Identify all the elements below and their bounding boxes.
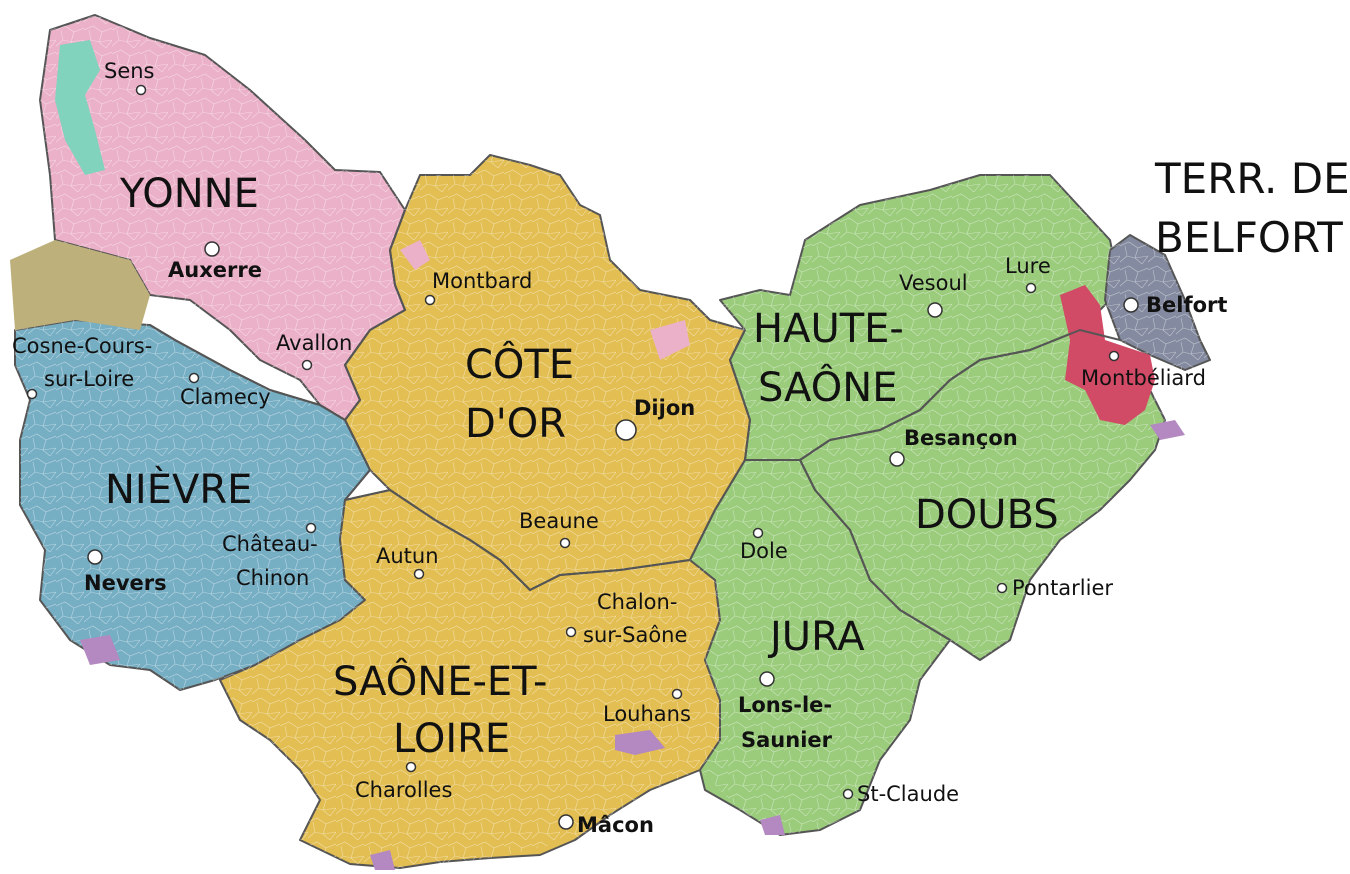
city-dot-besancon <box>889 451 905 467</box>
city-dot-belfort <box>1123 297 1139 313</box>
city-label-louhans: Louhans <box>603 702 691 726</box>
label-doubs: DOUBS <box>915 492 1059 538</box>
department-borders <box>149 209 1121 641</box>
label-belfort-2: BELFORT <box>1155 213 1343 262</box>
city-label-beaune: Beaune <box>519 509 599 533</box>
label-cote-dor-1: CÔTE <box>465 340 574 388</box>
purple-patch-a <box>80 635 120 665</box>
label-saone-et-loire-1: SAÔNE-ET- <box>333 657 547 705</box>
city-label-montbeliard: Montbéliard <box>1081 366 1206 390</box>
city-label-belfort: Belfort <box>1146 293 1227 317</box>
department-labels: YONNE CÔTE D'OR NIÈVRE SAÔNE-ET- LOIRE H… <box>105 154 1350 762</box>
olive-patch <box>10 240 150 330</box>
city-label-vesoul: Vesoul <box>899 271 968 295</box>
city-dot-lure <box>1025 282 1037 294</box>
city-dot-sens <box>135 84 147 96</box>
commune-texture <box>15 15 1210 868</box>
city-label-lons-1: Lons-le- <box>738 693 832 717</box>
purple-patch-e <box>760 815 785 835</box>
city-label-clamecy: Clamecy <box>180 385 271 409</box>
label-nievre: NIÈVRE <box>105 465 252 513</box>
purple-patch-d <box>370 850 395 870</box>
city-label-macon: Mâcon <box>577 813 654 837</box>
city-label-nevers: Nevers <box>84 571 167 595</box>
city-label-charolles: Charolles <box>355 778 452 802</box>
city-dot-montbard <box>424 294 436 306</box>
city-label-chateau-2: Chinon <box>236 566 309 590</box>
city-dot-autun <box>413 568 425 580</box>
label-jura: JURA <box>767 614 865 660</box>
label-saone-et-loire-2: LOIRE <box>393 716 510 762</box>
city-dot-macon <box>558 814 574 830</box>
city-dot-cosne <box>26 388 38 400</box>
city-dot-chateau-chinon <box>305 522 317 534</box>
label-haute-saone-1: HAUTE- <box>753 306 904 352</box>
pink-patch-a <box>400 240 430 270</box>
city-label-sens: Sens <box>104 59 155 83</box>
city-dot-dijon <box>615 419 637 441</box>
city-label-montbard: Montbard <box>432 269 532 293</box>
city-dot-clamecy <box>188 372 200 384</box>
city-label-dole: Dole <box>740 539 788 563</box>
city-dot-pontarlier <box>996 582 1008 594</box>
city-dot-dole <box>752 527 764 539</box>
city-dot-st-claude <box>842 788 854 800</box>
label-belfort-1: TERR. DE <box>1154 154 1350 203</box>
city-label-pontarlier: Pontarlier <box>1012 576 1113 600</box>
purple-patch-c <box>1150 420 1185 440</box>
city-label-lure: Lure <box>1005 254 1051 278</box>
city-markers <box>26 84 1139 830</box>
purple-patch-b <box>615 730 665 755</box>
city-dot-montbeliard <box>1108 350 1120 362</box>
city-dot-avallon <box>301 359 313 371</box>
city-label-chalon-2: sur-Saône <box>583 623 687 647</box>
city-dot-vesoul <box>927 302 943 318</box>
city-dot-charolles <box>405 761 417 773</box>
city-label-auxerre: Auxerre <box>168 258 262 282</box>
city-dot-auxerre <box>204 241 220 257</box>
city-label-st-claude: St-Claude <box>857 782 959 806</box>
city-label-cosne-1: Cosne-Cours- <box>12 334 152 358</box>
city-dot-chalon <box>565 626 577 638</box>
city-dot-nevers <box>87 549 103 565</box>
city-label-avallon: Avallon <box>276 331 352 355</box>
label-yonne: YONNE <box>119 171 259 217</box>
city-label-besancon: Besançon <box>904 426 1018 450</box>
city-labels: Sens Auxerre Montbard Avallon Cosne-Cour… <box>12 59 1227 837</box>
city-dot-beaune <box>559 537 571 549</box>
city-label-cosne-2: sur-Loire <box>44 367 134 391</box>
city-label-lons-2: Saunier <box>741 728 833 752</box>
city-label-dijon: Dijon <box>634 396 695 420</box>
red-patch <box>1060 285 1155 425</box>
teal-patch <box>55 40 105 175</box>
pink-patch-b <box>650 320 690 360</box>
label-haute-saone-2: SAÔNE <box>758 363 897 411</box>
city-label-chateau-1: Château- <box>222 532 318 556</box>
accent-patches <box>10 40 1185 870</box>
city-dot-lons <box>759 671 775 687</box>
city-label-autun: Autun <box>376 544 439 568</box>
label-cote-dor-2: D'OR <box>465 401 566 447</box>
city-label-chalon-1: Chalon- <box>597 590 677 614</box>
city-dot-louhans <box>671 688 683 700</box>
